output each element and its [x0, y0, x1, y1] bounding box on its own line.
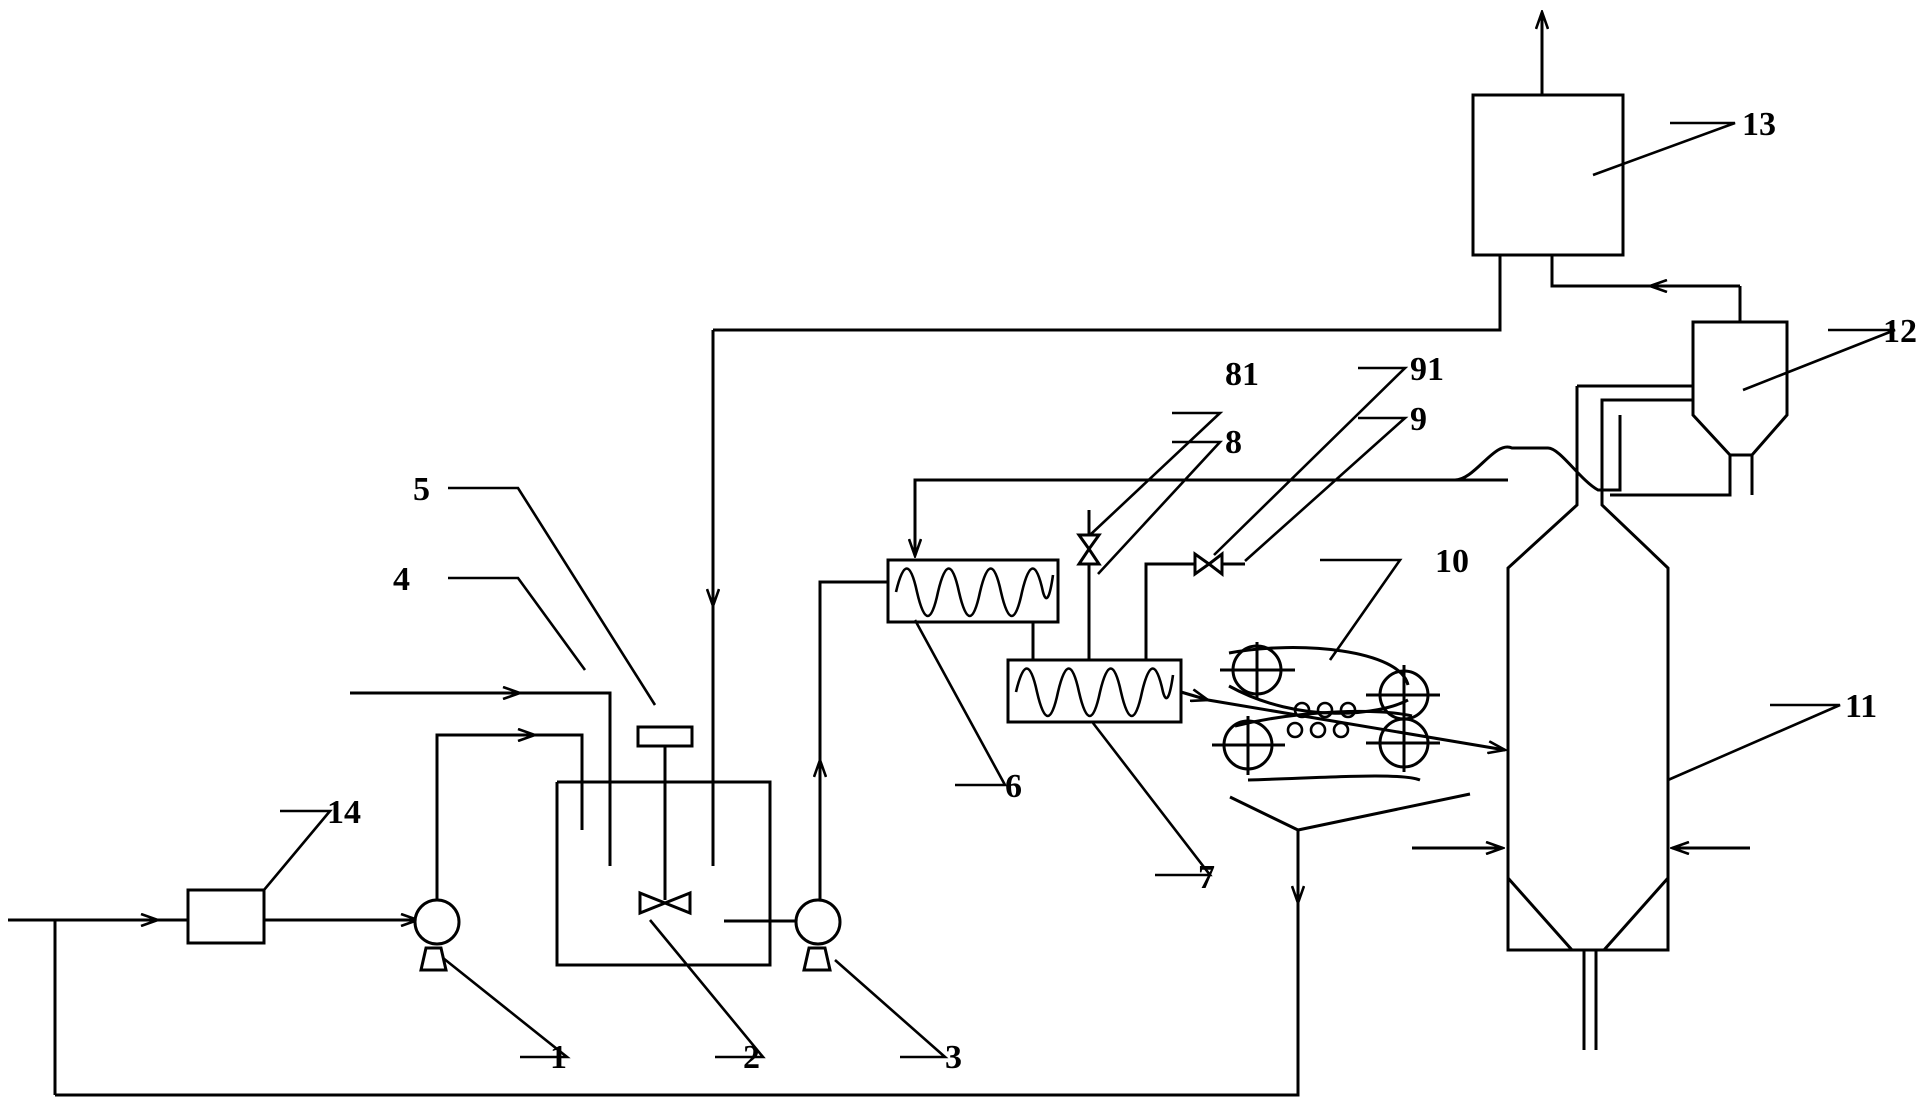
labels: 1 2 3 4 5 6 7 8 81 9 91 10 11 12 13 14 [327, 106, 1917, 1076]
label-1: 1 [550, 1039, 567, 1076]
label-7: 7 [1198, 859, 1215, 896]
label-8: 8 [1225, 424, 1242, 461]
label-91: 91 [1410, 351, 1444, 388]
hot-gas-loop [915, 415, 1622, 556]
label-13: 13 [1742, 106, 1776, 143]
cyclone-12 [1610, 286, 1789, 497]
pump-3-discharge [820, 580, 888, 900]
feed-line [8, 920, 188, 1095]
heat-exchanger-7 [1006, 658, 1183, 724]
unit-14 [186, 888, 266, 945]
pump-3 [794, 898, 842, 972]
label-14: 14 [327, 794, 361, 831]
leader-lines [263, 121, 1896, 1059]
label-12: 12 [1883, 313, 1917, 350]
label-6: 6 [1005, 768, 1022, 805]
pump-1 [413, 898, 461, 972]
heat-exchanger-6 [886, 558, 1060, 624]
label-3: 3 [945, 1039, 962, 1076]
press-10 [1180, 642, 1505, 782]
label-11: 11 [1845, 688, 1877, 725]
label-81: 81 [1225, 356, 1259, 393]
tower-11 [1412, 386, 1750, 1050]
label-9: 9 [1410, 401, 1427, 438]
label-2: 2 [743, 1039, 760, 1076]
label-5: 5 [413, 471, 430, 508]
valve-91 [1193, 550, 1224, 578]
pipe-9 [1144, 562, 1245, 660]
label-4: 4 [393, 561, 410, 598]
stirrer-5 [636, 725, 694, 916]
pump-1-discharge [435, 735, 584, 900]
unit-13 [1471, 12, 1625, 257]
valve-81 [1076, 533, 1102, 566]
pipe-4 [350, 693, 612, 866]
label-10: 10 [1435, 543, 1469, 580]
tank-2 [555, 330, 795, 967]
press-10-drain [55, 792, 1471, 1097]
recycle-return-line [713, 256, 1502, 606]
tower-gas-outlet [1577, 384, 1693, 415]
